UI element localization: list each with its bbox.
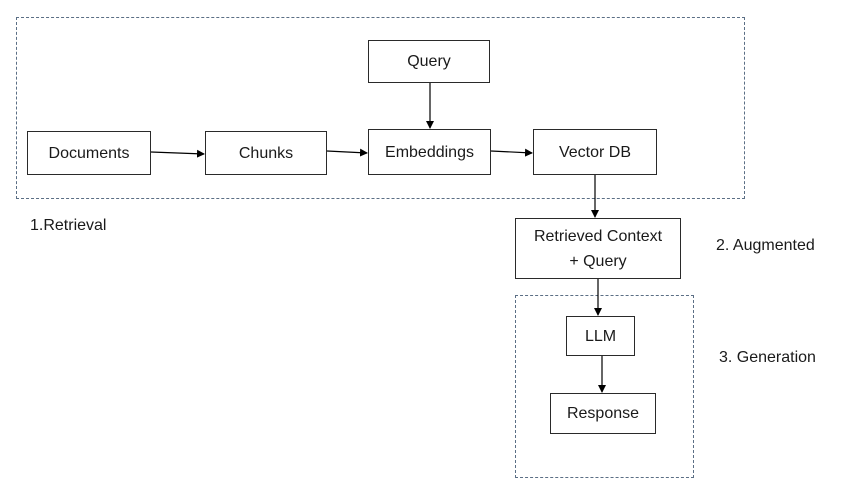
retrieved-context-node: Retrieved Context + Query (515, 218, 681, 279)
query-node: Query (368, 40, 490, 83)
retrieval-group (16, 17, 745, 199)
retrieved-context-label-line2: + Query (569, 252, 627, 270)
query-node-label: Query (407, 53, 451, 70)
llm-node-label: LLM (584, 327, 617, 345)
chunks-node: Chunks (205, 131, 327, 175)
chunks-node-label: Chunks (238, 144, 294, 162)
documents-node-label: Documents (48, 144, 130, 162)
embeddings-node: Embeddings (368, 129, 491, 175)
response-node-label: Response (566, 405, 640, 422)
vector-db-node-label: Vector DB (558, 143, 632, 161)
generation-group-label: 3. Generation (719, 349, 816, 366)
llm-node: LLM (566, 316, 635, 356)
vector-db-node: Vector DB (533, 129, 657, 175)
embeddings-node-label: Embeddings (385, 143, 474, 161)
documents-node: Documents (27, 131, 151, 175)
response-node: Response (550, 393, 656, 434)
generation-group (515, 295, 694, 478)
augmented-group-label: 2. Augmented (716, 237, 815, 254)
retrieval-group-label: 1.Retrieval (30, 217, 107, 234)
retrieved-context-label-line1: Retrieved Context (533, 227, 663, 245)
